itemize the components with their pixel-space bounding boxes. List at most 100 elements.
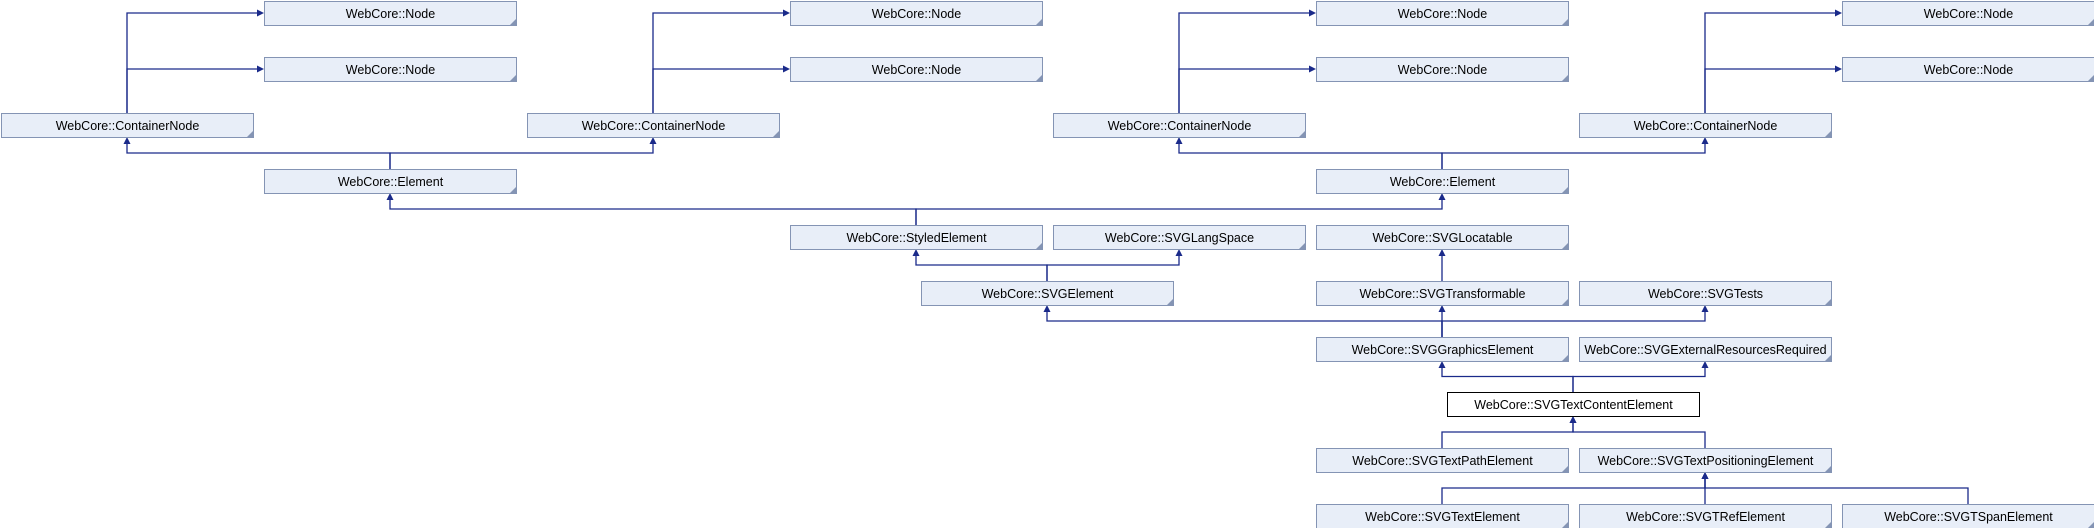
class-node-el1[interactable]: WebCore::Element xyxy=(264,169,517,194)
class-node-cn1[interactable]: WebCore::ContainerNode xyxy=(1,113,254,138)
class-box xyxy=(1579,281,1832,306)
class-label: WebCore::Node xyxy=(346,63,435,77)
inheritance-edge xyxy=(1046,249,1183,281)
inheritance-edge xyxy=(1441,305,1709,337)
inheritance-edge xyxy=(1701,472,1969,504)
class-node-styled[interactable]: WebCore::StyledElement xyxy=(790,225,1043,250)
inheritance-edge xyxy=(1704,65,1842,113)
class-node-node4b[interactable]: WebCore::Node xyxy=(1842,57,2094,82)
class-box xyxy=(1579,337,1832,362)
edge-line xyxy=(389,199,917,225)
class-label: WebCore::ContainerNode xyxy=(56,119,200,133)
inheritance-edge xyxy=(1441,472,1709,504)
arrowhead-icon xyxy=(1438,305,1446,312)
folded-corner-icon xyxy=(1561,298,1569,306)
class-label: WebCore::ContainerNode xyxy=(582,119,726,133)
class-node-el2[interactable]: WebCore::Element xyxy=(1316,169,1569,194)
inheritance-edge xyxy=(652,9,790,113)
class-box xyxy=(790,225,1043,250)
class-label: WebCore::Node xyxy=(1924,7,2013,21)
class-node-tref[interactable]: WebCore::SVGTRefElement xyxy=(1579,504,1832,528)
edge-line xyxy=(1441,143,1706,169)
class-node-tspan[interactable]: WebCore::SVGTSpanElement xyxy=(1842,504,2094,528)
folded-corner-icon xyxy=(509,186,517,194)
arrowhead-icon xyxy=(1438,193,1446,200)
edge-line xyxy=(1178,143,1443,169)
class-label: WebCore::SVGTRefElement xyxy=(1626,510,1785,524)
inheritance-edge xyxy=(126,9,264,113)
class-box xyxy=(1579,113,1832,138)
arrowhead-icon xyxy=(783,65,790,73)
class-node-graphics[interactable]: WebCore::SVGGraphicsElement xyxy=(1316,337,1569,362)
class-node-node4a[interactable]: WebCore::Node xyxy=(1842,1,2094,26)
class-box xyxy=(1316,1,1569,26)
class-node-text[interactable]: WebCore::SVGTextElement xyxy=(1316,504,1569,528)
class-label: WebCore::SVGTransformable xyxy=(1359,287,1525,301)
class-node-cn2[interactable]: WebCore::ContainerNode xyxy=(527,113,780,138)
class-node-tests[interactable]: WebCore::SVGTests xyxy=(1579,281,1832,306)
folded-corner-icon xyxy=(1824,298,1832,306)
inheritance-edge xyxy=(915,193,1446,225)
folded-corner-icon xyxy=(1298,130,1306,138)
class-node-node3a[interactable]: WebCore::Node xyxy=(1316,1,1569,26)
class-node-cn4[interactable]: WebCore::ContainerNode xyxy=(1579,113,1832,138)
class-label: WebCore::SVGElement xyxy=(982,287,1114,301)
class-box xyxy=(1842,57,2094,82)
arrowhead-icon xyxy=(649,137,657,144)
folded-corner-icon xyxy=(1035,18,1043,26)
class-box xyxy=(1579,504,1832,528)
edge-line xyxy=(652,68,784,113)
edge-line xyxy=(652,12,784,113)
inheritance-edge xyxy=(389,137,657,169)
class-box xyxy=(1842,504,2094,528)
folded-corner-icon xyxy=(772,130,780,138)
class-node-node3b[interactable]: WebCore::Node xyxy=(1316,57,1569,82)
edge-line xyxy=(1178,68,1310,113)
class-node-node1a[interactable]: WebCore::Node xyxy=(264,1,517,26)
folded-corner-icon xyxy=(1824,354,1832,362)
class-node-textpath[interactable]: WebCore::SVGTextPathElement xyxy=(1316,448,1569,473)
class-box xyxy=(527,113,780,138)
class-node-textcontent[interactable]: WebCore::SVGTextContentElement xyxy=(1447,392,1700,417)
folded-corner-icon xyxy=(1561,74,1569,82)
inheritance-edges xyxy=(123,9,1969,504)
inheritance-edge xyxy=(1178,65,1316,113)
inheritance-edge xyxy=(1441,416,1577,448)
arrowhead-icon xyxy=(1835,65,1842,73)
class-label: WebCore::SVGExternalResourcesRequired xyxy=(1584,343,1826,357)
edge-line xyxy=(126,68,258,113)
class-node-svgelement[interactable]: WebCore::SVGElement xyxy=(921,281,1174,306)
inheritance-edge xyxy=(386,193,917,225)
class-label: WebCore::SVGLangSpace xyxy=(1105,231,1254,245)
edge-line xyxy=(126,12,258,113)
edge-line xyxy=(1046,311,1443,337)
class-label: WebCore::SVGTextPositioningElement xyxy=(1598,454,1814,468)
edge-line xyxy=(1704,68,1836,113)
class-node-cn3[interactable]: WebCore::ContainerNode xyxy=(1053,113,1306,138)
folded-corner-icon xyxy=(1561,354,1569,362)
class-node-transformable[interactable]: WebCore::SVGTransformable xyxy=(1316,281,1569,306)
edge-line xyxy=(1046,255,1180,281)
folded-corner-icon xyxy=(509,18,517,26)
class-label: WebCore::Node xyxy=(872,7,961,21)
class-label: WebCore::Node xyxy=(1398,63,1487,77)
class-node-node2b[interactable]: WebCore::Node xyxy=(790,57,1043,82)
folded-corner-icon xyxy=(2087,19,2094,26)
class-node-extres[interactable]: WebCore::SVGExternalResourcesRequired xyxy=(1579,337,1832,362)
class-node-node1b[interactable]: WebCore::Node xyxy=(264,57,517,82)
class-node-textpos[interactable]: WebCore::SVGTextPositioningElement xyxy=(1579,448,1832,473)
arrowhead-icon xyxy=(386,193,394,200)
arrowhead-icon xyxy=(1438,361,1446,368)
class-label: WebCore::StyledElement xyxy=(846,231,987,245)
class-node-locatable[interactable]: WebCore::SVGLocatable xyxy=(1316,225,1569,250)
class-node-node2a[interactable]: WebCore::Node xyxy=(790,1,1043,26)
class-node-langspace[interactable]: WebCore::SVGLangSpace xyxy=(1053,225,1306,250)
inheritance-edge xyxy=(1572,361,1709,392)
class-label: WebCore::SVGLocatable xyxy=(1372,231,1512,245)
arrowhead-icon xyxy=(257,9,264,17)
class-label: WebCore::Node xyxy=(1398,7,1487,21)
class-box xyxy=(1316,504,1569,528)
class-box xyxy=(1316,281,1569,306)
